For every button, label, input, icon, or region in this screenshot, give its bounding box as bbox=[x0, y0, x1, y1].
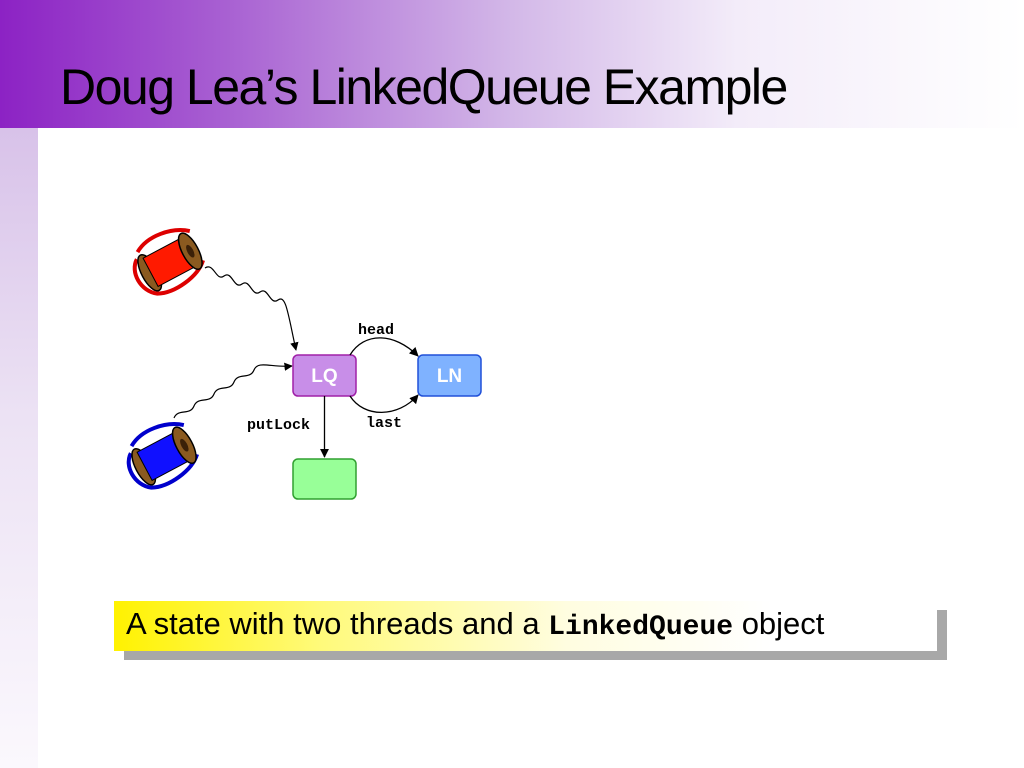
side-band bbox=[0, 128, 38, 768]
caption-box: A state with two threads and a LinkedQue… bbox=[114, 601, 937, 651]
blue-thread-reference bbox=[173, 362, 293, 419]
title-band bbox=[0, 0, 1024, 128]
last-edge-label: last bbox=[366, 415, 402, 432]
last-edge bbox=[349, 394, 419, 414]
putlock-edge-label: putLock bbox=[247, 417, 310, 434]
caption-code: LinkedQueue bbox=[548, 612, 734, 643]
head-edge-label: head bbox=[358, 322, 394, 339]
ln-node: LN bbox=[417, 354, 482, 397]
lock-node bbox=[292, 458, 357, 500]
caption-text-before: A state with two threads and a bbox=[126, 606, 540, 641]
thread-red-icon bbox=[132, 228, 205, 296]
red-thread-reference bbox=[204, 266, 299, 351]
ln-node-label: LN bbox=[437, 366, 462, 387]
head-edge bbox=[349, 337, 419, 357]
lq-node-label: LQ bbox=[311, 366, 337, 387]
thread-blue-icon bbox=[126, 422, 199, 490]
caption-text-after: object bbox=[741, 606, 825, 641]
slide-title: Doug Lea’s LinkedQueue Example bbox=[60, 59, 788, 115]
lq-node: LQ bbox=[292, 354, 357, 397]
